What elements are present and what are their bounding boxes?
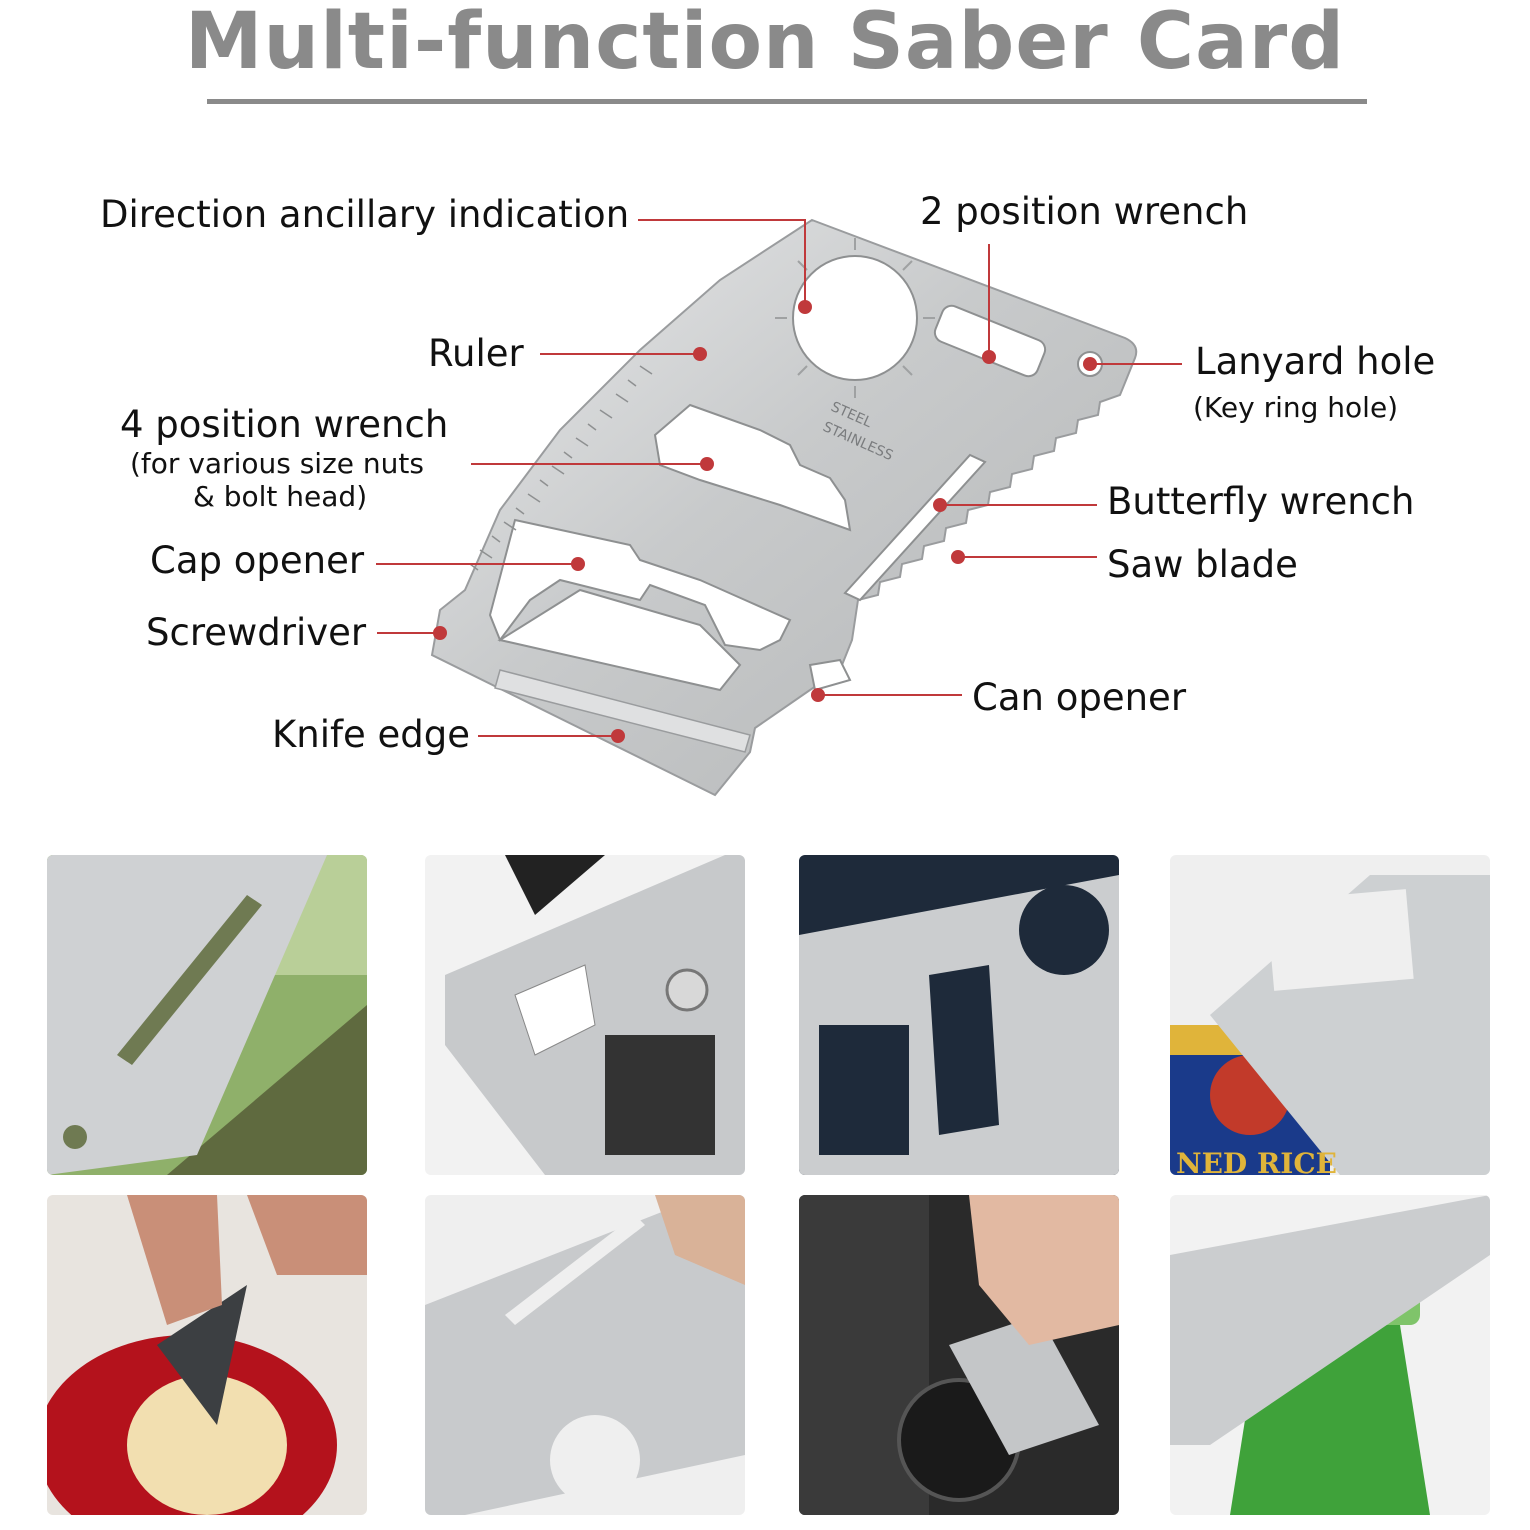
cap-opener-window <box>488 518 792 652</box>
photo-opening-bottle <box>1170 1195 1490 1515</box>
label-lanyard-sub: (Key ring hole) <box>1193 391 1399 424</box>
label-can-opener: Can opener <box>972 676 1187 719</box>
photo-screwdriver-on-camera <box>799 1195 1119 1515</box>
photo-card-on-dark-background <box>799 855 1119 1175</box>
dot-ruler <box>693 347 707 361</box>
dot-can-opener <box>811 688 825 702</box>
photo-saw-on-branch <box>47 855 367 1175</box>
label-direction: Direction ancillary indication <box>100 193 630 236</box>
photo-wrench-on-bolt <box>425 855 745 1175</box>
photo-card-in-hand <box>425 1195 745 1515</box>
dot-saw <box>951 550 965 564</box>
card-diagram: STAINLESS STEEL <box>376 218 1182 797</box>
callout-dots <box>433 300 1097 743</box>
dot-lanyard <box>1083 357 1097 371</box>
saber-card-illustration: STAINLESS STEEL <box>430 218 1138 797</box>
label-ruler: Ruler <box>428 332 524 375</box>
title-underline <box>207 99 1367 104</box>
label-knife-edge: Knife edge <box>272 713 471 756</box>
label-cap-opener: Cap opener <box>150 539 365 582</box>
lower-window <box>497 588 742 692</box>
ruler-ticks <box>469 365 653 571</box>
dot-wrench4 <box>700 457 714 471</box>
label-wrench4: 4 position wrench <box>120 403 449 446</box>
label-wrench4-sub1: (for various size nuts <box>130 447 424 480</box>
dot-cap-opener <box>571 557 585 571</box>
label-wrench4-sub2: & bolt head) <box>193 480 368 513</box>
callout-lines <box>376 219 1182 737</box>
dot-knife <box>611 729 625 743</box>
dot-wrench2 <box>982 350 996 364</box>
dot-screwdriver <box>433 626 447 640</box>
butterfly-slot <box>843 453 987 602</box>
page-title: Multi-function Saber Card <box>184 0 1346 87</box>
compass-hole <box>792 255 918 381</box>
four-position-wrench-shape <box>653 403 852 532</box>
label-butterfly: Butterfly wrench <box>1107 480 1415 523</box>
photo-peeling-apple <box>47 1195 367 1515</box>
knife-bevel <box>494 669 751 753</box>
label-screwdriver: Screwdriver <box>146 611 367 654</box>
can-opener-notch <box>808 658 852 692</box>
photo-opening-can: NED RICE <box>1170 855 1490 1175</box>
photo-can-label: NED RICE <box>1176 1147 1337 1175</box>
label-lanyard: Lanyard hole <box>1195 340 1436 383</box>
label-wrench2: 2 position wrench <box>920 190 1249 233</box>
dot-direction <box>798 300 812 314</box>
dot-butterfly <box>933 498 947 512</box>
label-saw: Saw blade <box>1107 543 1298 586</box>
